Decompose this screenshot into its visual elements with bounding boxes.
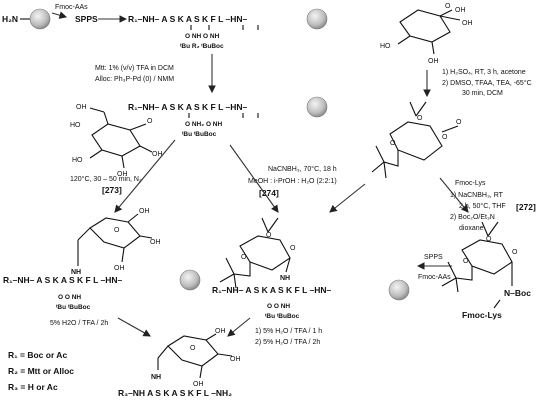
- deprot-right-2: 2) 5% H₂O / TFA / 2h: [255, 339, 320, 346]
- final-sugar: [157, 333, 233, 379]
- aldehyde-o-2: O: [456, 119, 462, 126]
- final-oh-1: OH: [215, 328, 226, 335]
- fructose-o: O: [445, 3, 451, 10]
- alloc-conditions: Alloc: Ph₃P-Pd (0) / NMM: [95, 76, 174, 83]
- peptide-left: R₁–NH– A S K A S K F L –HN–: [3, 275, 123, 285]
- fl-o-2: O: [512, 249, 518, 256]
- fructose-structure: [397, 9, 461, 55]
- fl-o-3: O: [463, 258, 469, 265]
- deprot-right-arrow: [227, 317, 251, 337]
- ref-273: [273]: [102, 185, 122, 195]
- peptide-center-sub2: ᵗBu ᵗBuBoc: [265, 313, 300, 320]
- ref-272: [272]: [516, 202, 536, 212]
- fructose-oh-2: OH: [462, 20, 473, 27]
- center-o-3: O: [241, 254, 247, 261]
- left-nh: NH: [71, 269, 81, 276]
- aldehyde-structure: [371, 101, 459, 179]
- peptide-mid: R₁–NH– A S K A S K F L –HN–: [128, 102, 248, 112]
- fl-step2: 2) Boc₂O/Et₃N: [450, 214, 495, 221]
- fl-step1: 1) NaCNBH₃, RT: [450, 192, 504, 199]
- legend-r1: R₁ = Boc or Ac: [8, 350, 67, 360]
- peptide-top-sub: O NH O NH: [185, 33, 220, 40]
- peptide-mid-sub2: ᵗBu ᵗBuBoc: [182, 131, 217, 138]
- aldehyde-o-3: O: [442, 134, 448, 141]
- fl-step2b: dioxane: [459, 225, 484, 232]
- sugar-step2: 2) DMSO, TFAA, TEA, -65°C: [442, 79, 532, 87]
- fl-o-1: O: [486, 236, 492, 243]
- arrow-to-left-product: [114, 139, 176, 213]
- glucose-oh-4: OH: [152, 151, 163, 158]
- glucose-oh-1: OH: [76, 104, 87, 111]
- resin-bead-start: [29, 8, 51, 30]
- deprot-left-arrow: [117, 317, 151, 337]
- fructose-oh-1: OH: [455, 7, 466, 14]
- deprot-right-1: 1) 5% H₂O / TFA / 1 h: [255, 328, 322, 335]
- resin-bead-center: [388, 279, 410, 301]
- deprot-left: 5% H2O / TFA / 2h: [50, 320, 108, 327]
- final-o: O: [190, 345, 196, 352]
- mtt-conditions: Mtt: 1% (v/v) TFA in DCM: [95, 65, 174, 72]
- resin-bead-left: [179, 269, 201, 291]
- glucose-o: O: [147, 118, 153, 125]
- aldehyde-o-1: O: [417, 115, 423, 122]
- fructose-oh-3: OH: [428, 58, 439, 65]
- reductive-cond-2: MeOH : i-PrOH : H₂O (2:2:1): [248, 178, 337, 185]
- center-o-2: O: [290, 245, 296, 252]
- left-oh-3: OH: [114, 265, 125, 272]
- sugar-step1: 1) H₂SO₄, RT, 3 h, acetone: [442, 69, 526, 76]
- spps-right: SPPS: [424, 254, 443, 261]
- spps-top: SPPS: [75, 14, 98, 24]
- glucose-ho-3: HO: [72, 157, 83, 164]
- fl-lys-bond: [493, 299, 501, 309]
- legend-r2: R₂ = Mtt or Alloc: [8, 366, 74, 376]
- center-o-1: O: [266, 232, 272, 239]
- aldehyde-o-4: O: [390, 140, 396, 147]
- resin-bead-top: [306, 8, 328, 30]
- h2n-label: H₂N: [2, 14, 18, 24]
- glucose-ho-2: HO: [70, 122, 81, 129]
- peptide-mid-sub: O NH₂ O NH: [185, 121, 223, 128]
- reductive-cond-1: NaCNBH₃, 70°C, 18 h: [268, 165, 337, 173]
- center-sugar: [219, 217, 291, 289]
- arrow-to-center-from-peptide: [229, 144, 279, 213]
- peptide-left-sub: O O NH: [58, 294, 81, 301]
- glucose-oh-5: OH: [117, 171, 128, 178]
- peptide-left-sub2: ᵗBu ᵗBuBoc: [56, 304, 91, 311]
- maillard-conditions: 120°C, 30 – 50 min, N₂: [70, 175, 142, 183]
- left-oh-2: OH: [150, 239, 161, 246]
- peptide-center: R₁–NH– A S K A S K F L –HN–: [212, 285, 332, 295]
- fructose-ho: HO: [380, 43, 391, 50]
- legend-r3: R₃ = H or Ac: [8, 382, 58, 392]
- left-o: O: [114, 227, 120, 234]
- final-oh-2: OH: [230, 356, 241, 363]
- peptide-top-sub2: ᵗBu R₂ ᵗBuBoc: [180, 43, 224, 50]
- left-sugar: [77, 213, 153, 266]
- arrow-to-fmoc-lys: [439, 177, 469, 213]
- sugar-step2b: 30 min, DCM: [462, 90, 503, 97]
- fmoc-aas-arrow: [51, 11, 68, 19]
- arrow-to-center-from-sugar: [329, 183, 366, 213]
- fmoc-lys-label: Fmoc-Lys: [455, 180, 486, 187]
- peptide-top: R₁–NH– A S K A S K F L –HN–: [128, 14, 248, 24]
- left-oh-1: OH: [139, 208, 150, 215]
- fmoc-aas-top: Fmoc-AAs: [55, 4, 88, 11]
- ref-274: [274]: [259, 188, 279, 198]
- center-nh: NH: [280, 275, 290, 282]
- peptide-final: R₃–NH A S K A S K F L –NH₂: [118, 388, 232, 398]
- fl-step1b: 2 h, 50°C, THF: [459, 202, 506, 210]
- fmoc-aas-right: Fmoc-AAs: [418, 274, 451, 281]
- fl-product-label: Fmoc-Lys: [462, 310, 502, 320]
- resin-bead-mid: [306, 96, 328, 118]
- fmoc-lys-structure: [441, 221, 513, 293]
- peptide-center-sub: O O NH: [267, 303, 290, 310]
- fl-boc: N–Boc: [504, 288, 531, 298]
- final-oh-3: OH: [193, 381, 204, 388]
- glucose-structure: [89, 107, 153, 169]
- final-nh: NH: [151, 374, 161, 381]
